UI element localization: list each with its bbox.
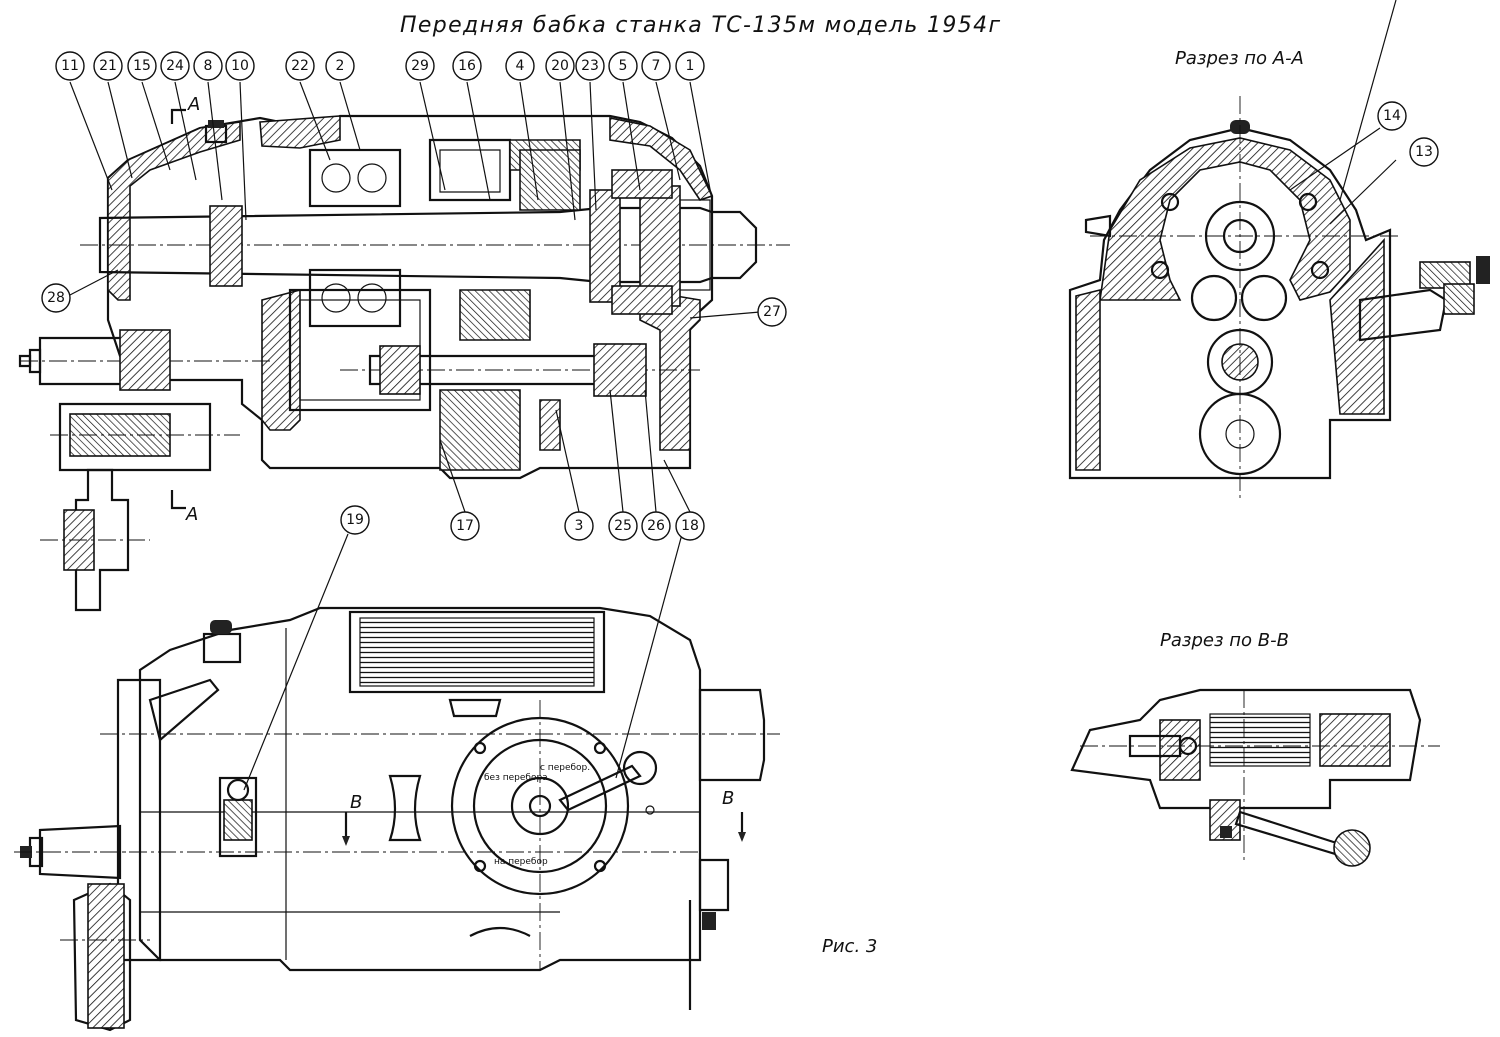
svg-text:19: 19 xyxy=(346,512,364,528)
callouts-bottom: 17 3 25 26 18 xyxy=(450,511,705,541)
svg-text:25: 25 xyxy=(614,518,632,534)
callout: 5 xyxy=(608,51,638,81)
section-bb xyxy=(1070,688,1440,867)
svg-text:3: 3 xyxy=(575,518,584,534)
svg-text:22: 22 xyxy=(291,58,309,74)
callout: 16 xyxy=(452,51,482,81)
callouts-top: 11 21 15 24 8 10 22 2 29 16 4 20 23 5 7 … xyxy=(55,51,705,81)
svg-text:15: 15 xyxy=(133,58,151,74)
dial-label-bottom: на перебор xyxy=(494,857,548,867)
section-bb-title: Разрез по В-В xyxy=(1160,630,1289,651)
svg-text:26: 26 xyxy=(647,518,665,534)
callout: 15 xyxy=(127,51,157,81)
svg-text:18: 18 xyxy=(681,518,699,534)
callout: 8 xyxy=(193,51,223,81)
svg-text:20: 20 xyxy=(551,58,569,74)
callout-19: 19 xyxy=(340,505,370,535)
svg-text:29: 29 xyxy=(411,58,429,74)
front-view: без перебора с перебор. на перебор В В xyxy=(14,606,780,1032)
callout: 11 xyxy=(55,51,85,81)
bearing-22 xyxy=(308,148,402,328)
callout: 24 xyxy=(160,51,190,81)
svg-text:21: 21 xyxy=(99,58,117,74)
svg-text:4: 4 xyxy=(516,58,525,74)
callout: 13 xyxy=(1409,137,1439,167)
callout-leaders xyxy=(67,81,761,791)
svg-text:16: 16 xyxy=(458,58,476,74)
callout: 26 xyxy=(641,511,671,541)
figure-caption: Рис. 3 xyxy=(822,936,877,957)
callout: 14 xyxy=(1377,101,1407,131)
callout-right: 27 xyxy=(757,297,787,327)
callout: 17 xyxy=(450,511,480,541)
callout: 25 xyxy=(608,511,638,541)
section-mark-b-right: В xyxy=(722,788,734,809)
callouts-section-aa: 14 13 xyxy=(1377,101,1439,167)
callout: 4 xyxy=(505,51,535,81)
svg-text:28: 28 xyxy=(47,290,65,306)
svg-text:27: 27 xyxy=(763,304,781,320)
svg-text:2: 2 xyxy=(336,58,345,74)
callout: 7 xyxy=(641,51,671,81)
callout: 1 xyxy=(675,51,705,81)
dial-label-top-right: с перебор. xyxy=(540,763,590,773)
section-mark-b-left: В xyxy=(350,792,362,813)
section-aa xyxy=(1068,0,1490,500)
section-mark-a-bottom: А xyxy=(185,504,198,525)
dial-label-top-left: без перебора xyxy=(484,773,548,783)
callout: 20 xyxy=(545,51,575,81)
svg-text:7: 7 xyxy=(652,58,661,74)
callout: 2 xyxy=(325,51,355,81)
svg-text:10: 10 xyxy=(231,58,249,74)
drawing-title: Передняя бабка станка ТС-135м модель 195… xyxy=(400,13,1000,38)
svg-text:1: 1 xyxy=(686,58,695,74)
callout: 10 xyxy=(225,51,255,81)
section-aa-title: Разрез по А-А xyxy=(1175,48,1304,69)
callout: 22 xyxy=(285,51,315,81)
callout: 18 xyxy=(675,511,705,541)
callout-left: 28 xyxy=(41,283,71,313)
section-mark-a-top: А xyxy=(187,94,200,115)
svg-text:13: 13 xyxy=(1415,144,1433,160)
callout: 23 xyxy=(575,51,605,81)
svg-text:24: 24 xyxy=(166,58,184,74)
callout: 3 xyxy=(564,511,594,541)
svg-text:8: 8 xyxy=(204,58,213,74)
svg-text:5: 5 xyxy=(619,58,628,74)
svg-text:11: 11 xyxy=(61,58,79,74)
speed-lever[interactable] xyxy=(558,750,658,812)
callout: 29 xyxy=(405,51,435,81)
longitudinal-section: А А xyxy=(18,94,790,612)
svg-text:14: 14 xyxy=(1383,108,1401,124)
svg-text:17: 17 xyxy=(456,518,474,534)
callout: 21 xyxy=(93,51,123,81)
svg-text:23: 23 xyxy=(581,58,599,74)
